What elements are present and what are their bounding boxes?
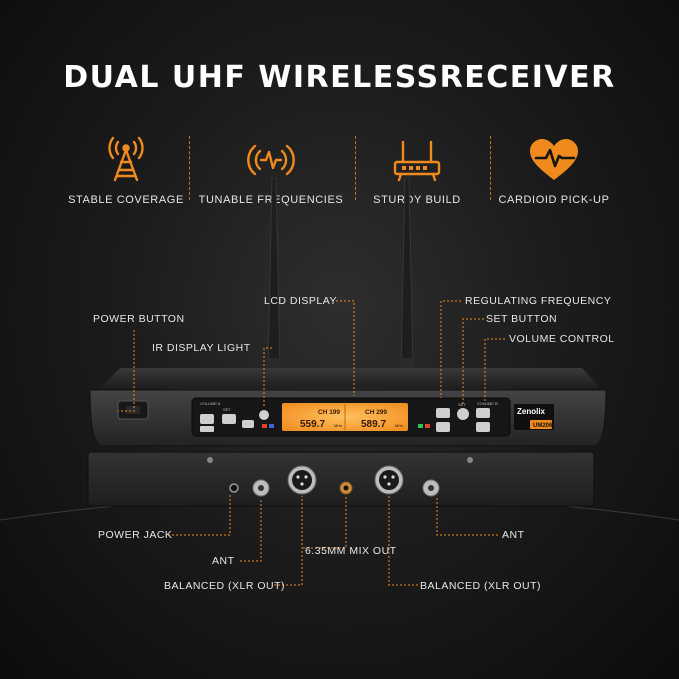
xlr-pin: [383, 475, 387, 479]
lcd-a-frequency: 559.7: [300, 419, 325, 430]
callout-set-button: SET BUTTON: [486, 313, 558, 325]
ir-led: [269, 424, 274, 428]
callout-power-jack: POWER JACK: [98, 529, 173, 541]
router-icon: [393, 140, 441, 182]
feature-cardioid-pickup: [484, 136, 624, 184]
feature-tunable-frequencies: [201, 136, 341, 184]
divider: [490, 136, 491, 200]
frequency-down-button-b[interactable]: [436, 422, 450, 432]
antenna-tower-icon: [108, 136, 144, 182]
volume-b-up[interactable]: [476, 408, 490, 418]
frequency-down-button-a[interactable]: [200, 426, 214, 432]
ir-sensor: [259, 410, 269, 420]
lcd-a-channel: CH 199: [318, 409, 340, 416]
volume-b-label: VOLUME B: [477, 401, 498, 406]
feature-stable-coverage: [56, 136, 196, 184]
feature-sturdy-build: [347, 136, 487, 184]
xlr-pin: [304, 475, 308, 479]
callout-lcd-display: LCD DISPLAY: [264, 295, 337, 307]
callout-ant-left: ANT: [212, 555, 235, 567]
status-led: [418, 424, 423, 428]
set-label-b: SET: [458, 402, 466, 407]
brand-logo: Zenolix: [517, 407, 546, 416]
mix-out-hole: [343, 485, 349, 491]
receiver-rear: [87, 451, 595, 507]
feature-label: STURDY BUILD: [373, 194, 461, 206]
xlr-pin: [300, 482, 304, 486]
receiver-top: [100, 368, 600, 388]
feature-label: CARDIOID PICK-UP: [498, 194, 610, 206]
callout-ant-right: ANT: [502, 529, 525, 541]
ant-right-core: [428, 485, 434, 491]
ant-left-core: [258, 485, 264, 491]
lcd-b-unit: MHz: [395, 423, 403, 428]
lcd-b-channel: CH 299: [365, 409, 387, 416]
lcd-a-unit: MHz: [334, 423, 342, 428]
lcd-b-frequency: 589.7: [361, 419, 386, 430]
headline: DUAL UHF WIRELESSRECEIVER: [63, 60, 616, 95]
screw: [467, 457, 473, 463]
divider: [355, 136, 356, 200]
callout-lines: [118, 300, 505, 586]
callout-power-button: POWER BUTTON: [93, 313, 185, 325]
frequency-up-button-a[interactable]: [242, 420, 254, 428]
set-button-b[interactable]: [457, 408, 469, 420]
callout-balanced-right: BALANCED (XLR OUT): [420, 580, 542, 592]
ir-led: [262, 424, 267, 428]
heart-pulse-icon: [530, 139, 578, 180]
callout-ir-display-light: IR DISPLAY LIGHT: [152, 342, 251, 354]
volume-b-down[interactable]: [476, 422, 490, 432]
antenna-left: [267, 177, 281, 373]
set-button-a[interactable]: [222, 414, 236, 424]
callout-mix-out: 6.35MM MIX OUT: [305, 545, 397, 557]
status-led: [425, 424, 430, 428]
callout-volume-control: VOLUME CONTROL: [509, 333, 615, 345]
xlr-pin: [391, 475, 395, 479]
volume-a-label: VOLUME A: [200, 401, 221, 406]
frequency-up-button-b[interactable]: [436, 408, 450, 418]
xlr-left-face: [292, 470, 312, 490]
set-label-a: SET: [223, 407, 231, 412]
divider: [189, 136, 190, 200]
callout-regulating-frequency: REGULATING FREQUENCY: [465, 295, 612, 307]
xlr-pin: [296, 475, 300, 479]
volume-a-knob[interactable]: [200, 414, 214, 424]
feature-label: TUNABLE FREQUENCIES: [198, 194, 344, 206]
screw: [207, 457, 213, 463]
callout-balanced-left: BALANCED (XLR OUT): [164, 580, 286, 592]
power-button-face: [126, 406, 140, 414]
antenna-right: [400, 177, 414, 373]
xlr-right-face: [379, 470, 399, 490]
feature-label: STABLE COVERAGE: [68, 194, 184, 206]
signal-wave-icon: [247, 144, 295, 176]
model-label: UM206: [533, 423, 553, 429]
model-badge: [530, 420, 552, 429]
power-jack[interactable]: [229, 483, 239, 493]
xlr-pin: [387, 482, 391, 486]
